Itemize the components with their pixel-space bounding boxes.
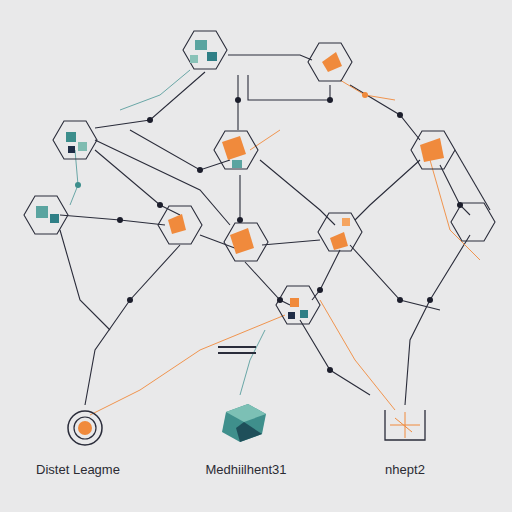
tray-icon	[385, 410, 425, 440]
accent-wires	[90, 80, 480, 415]
target-icon	[68, 411, 102, 445]
hexagon-nodes	[24, 31, 495, 324]
cluster-fills	[36, 40, 444, 319]
network-wires	[60, 55, 490, 405]
caption-label: nhept2	[383, 462, 427, 477]
caption-label: Medhiilhent31	[204, 462, 289, 477]
cube-icon	[222, 404, 266, 442]
equals-mark	[218, 352, 256, 354]
teal-wires	[70, 70, 265, 395]
equals-mark	[218, 346, 256, 348]
caption-label: Distet Leagme	[34, 462, 122, 477]
junction-dots	[75, 92, 463, 373]
